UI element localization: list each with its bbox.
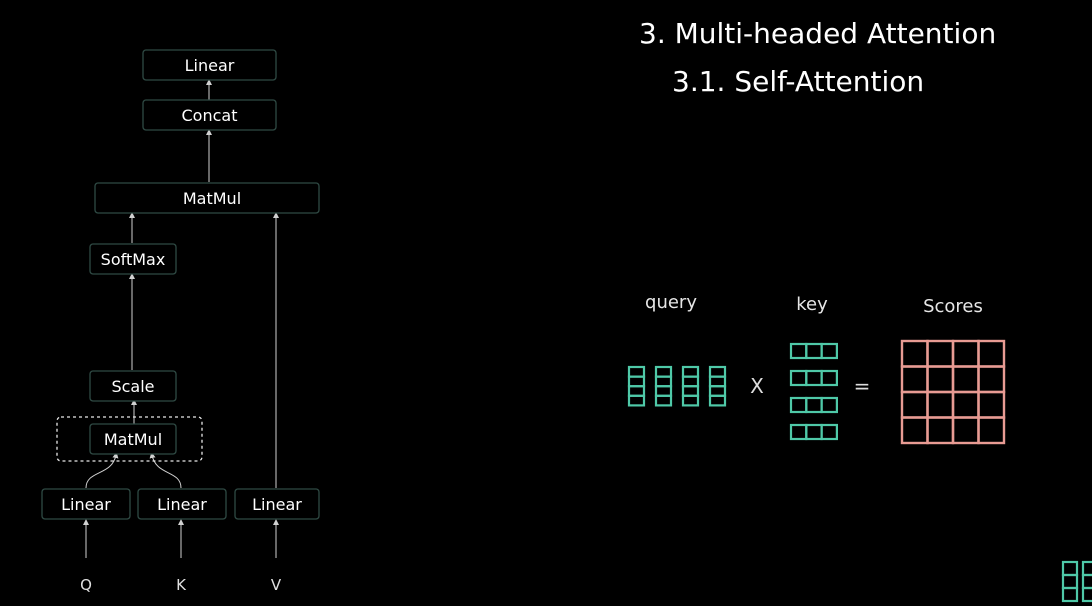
- query-cell: [627, 375, 646, 388]
- key-cell: [805, 369, 823, 387]
- key-cell: [805, 423, 823, 441]
- key-label: key: [796, 294, 828, 315]
- input-k-label: K: [176, 576, 187, 594]
- node-matmul-inner: MatMul: [89, 423, 177, 455]
- score-cell: [977, 416, 1006, 445]
- score-cell: [926, 365, 955, 394]
- query-matrix: [627, 365, 727, 407]
- query-cell: [681, 394, 700, 407]
- query-cell: [708, 375, 727, 388]
- node-linear-v-label: Linear: [252, 495, 302, 514]
- query-cell: [627, 365, 646, 378]
- node-linear-q-label: Linear: [61, 495, 111, 514]
- score-cell: [951, 365, 980, 394]
- node-linear-top-label: Linear: [185, 56, 235, 75]
- partial-matrix-cell: [1061, 586, 1079, 603]
- node-matmul-top-label: MatMul: [183, 189, 241, 208]
- score-cell: [977, 365, 1006, 394]
- edge-linear-k-to-inner-matmul: [149, 452, 182, 489]
- node-linear-k: Linear: [137, 488, 227, 520]
- input-v-label: V: [271, 576, 282, 594]
- node-matmul-top: MatMul: [94, 182, 320, 214]
- score-cell: [977, 339, 1006, 368]
- key-cell: [789, 396, 808, 414]
- query-cell: [654, 385, 673, 397]
- node-linear-q: Linear: [41, 488, 131, 520]
- input-q-label: Q: [80, 576, 92, 594]
- inner-matmul-group: [56, 416, 203, 462]
- query-cell: [681, 375, 700, 388]
- query-cell: [627, 385, 646, 397]
- query-cell: [708, 365, 727, 378]
- key-cell: [789, 342, 808, 360]
- query-cell: [627, 394, 646, 407]
- query-cell: [681, 385, 700, 397]
- scores-matrix: [900, 339, 1006, 445]
- partial-matrix-cell: [1081, 560, 1092, 577]
- diagram-edges: [83, 79, 279, 558]
- query-cell: [654, 375, 673, 388]
- subsection-title: 3.1. Self-Attention: [672, 65, 924, 98]
- edge-linear-q-to-inner-matmul: [85, 452, 119, 489]
- node-concat-label: Concat: [182, 106, 238, 125]
- node-matmul-inner-label: MatMul: [104, 430, 162, 449]
- score-cell: [900, 390, 929, 419]
- node-linear-k-label: Linear: [157, 495, 207, 514]
- query-label: query: [645, 292, 697, 313]
- scores-label: Scores: [923, 296, 983, 317]
- key-cell: [820, 396, 838, 414]
- node-softmax-label: SoftMax: [101, 250, 166, 269]
- score-cell: [951, 339, 980, 368]
- node-softmax: SoftMax: [89, 243, 177, 275]
- key-cell: [789, 423, 808, 441]
- key-cell: [820, 342, 838, 360]
- equals-symbol: =: [854, 374, 871, 398]
- node-scale-label: Scale: [111, 377, 154, 396]
- partial-matrix-cell: [1081, 573, 1092, 590]
- partial-matrix-cell: [1081, 586, 1092, 603]
- section-title: 3. Multi-headed Attention: [639, 17, 996, 50]
- multiply-symbol: X: [750, 374, 764, 398]
- score-cell: [926, 390, 955, 419]
- node-linear-top: Linear: [142, 49, 277, 81]
- partial-matrix-cell: [1061, 573, 1079, 590]
- score-cell: [951, 390, 980, 419]
- key-cell: [805, 342, 823, 360]
- key-cell: [805, 396, 823, 414]
- score-cell: [977, 390, 1006, 419]
- key-matrix: [789, 342, 838, 441]
- node-linear-v: Linear: [234, 488, 320, 520]
- partial-matrix-edge: [1061, 560, 1092, 603]
- query-cell: [654, 365, 673, 378]
- node-scale: Scale: [89, 370, 177, 402]
- score-cell: [926, 339, 955, 368]
- query-cell: [654, 394, 673, 407]
- score-cell: [900, 365, 929, 394]
- key-cell: [789, 369, 808, 387]
- key-cell: [820, 423, 838, 441]
- query-cell: [708, 394, 727, 407]
- score-cell: [900, 339, 929, 368]
- partial-matrix-cell: [1061, 560, 1079, 577]
- key-cell: [820, 369, 838, 387]
- score-cell: [926, 416, 955, 445]
- node-concat: Concat: [142, 99, 277, 131]
- attention-diagram: Linear Concat MatMul SoftMax Scale MatMu…: [41, 49, 320, 594]
- score-cell: [951, 416, 980, 445]
- query-cell: [681, 365, 700, 378]
- query-cell: [708, 385, 727, 397]
- score-cell: [900, 416, 929, 445]
